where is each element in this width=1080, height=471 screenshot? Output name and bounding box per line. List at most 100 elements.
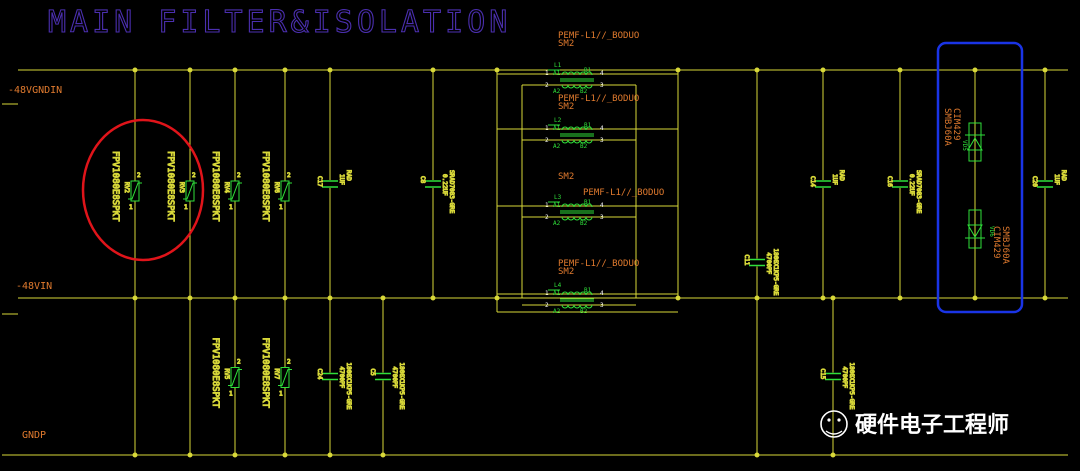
tvs-pkg-lower: CIM429: [991, 226, 1001, 259]
pin-number: 4: [600, 70, 604, 77]
choke-ref: L2: [554, 117, 562, 124]
capacitor-ref: C16: [886, 176, 893, 187]
choke-ref: L4: [554, 282, 562, 289]
capacitor-gap: [425, 180, 441, 188]
capacitor-ref: C15: [819, 369, 826, 380]
junction-dot: [327, 452, 333, 458]
varistor-ref: RV6: [273, 182, 280, 193]
choke-sm-label: SM2: [558, 267, 574, 277]
varistor-symbol-icon: [278, 369, 292, 386]
pin-number: 1: [229, 391, 233, 398]
capacitor-value2: RAD: [345, 170, 352, 181]
schematic-title: MAIN FILTER&ISOLATION: [48, 5, 511, 40]
junction-dot: [754, 295, 760, 301]
capacitor-value2: RAD: [1060, 170, 1067, 181]
choke-part-label: PEMF-L1//_BODUO: [558, 31, 639, 41]
capacitor-gap: [375, 372, 391, 381]
varistor-part-label: FPV1080E8SPKT: [110, 151, 120, 222]
capacitor-value: 1UF: [338, 174, 345, 185]
pin-number: 2: [192, 172, 196, 179]
pin-number: 2: [237, 172, 241, 179]
varistor-symbol-icon: [128, 182, 142, 200]
coil-winding-icon: [585, 291, 593, 296]
junction-dot: [232, 67, 238, 73]
varistor-symbol-icon: [228, 182, 242, 200]
choke-pin-label: B1: [584, 67, 592, 74]
junction-dot: [1042, 295, 1048, 301]
junction-dot: [430, 67, 436, 73]
varistor-symbol-icon: [183, 182, 197, 200]
junction-dot: [187, 452, 193, 458]
choke-pin-label: A2: [553, 143, 561, 150]
choke-ref: L1: [554, 62, 562, 69]
power-rails: [2, 69, 1068, 456]
junction-dot: [1042, 67, 1048, 73]
junction-dot: [380, 295, 386, 301]
tvs-pkg-upper: CIM429: [951, 108, 961, 141]
wechat-icon: [820, 410, 848, 438]
pin-number: 4: [600, 290, 604, 297]
diode-symbol-icon: [965, 224, 985, 239]
choke-pin-label: B1: [584, 199, 592, 206]
pin-number: 1: [545, 125, 549, 132]
pin-number: 3: [600, 302, 604, 309]
junction-dot: [132, 295, 138, 301]
net-label-48vgndin: -48VGNDIN: [8, 85, 62, 96]
varistor-part-label: FPV1080E8SPKT: [165, 151, 175, 222]
junction-dot: [282, 452, 288, 458]
pin-number: 1: [184, 204, 188, 211]
junction-dot: [820, 67, 826, 73]
watermark: 硬件电子工程师: [820, 410, 1009, 438]
varistor-ref: RV7: [273, 369, 280, 380]
junction-dot: [327, 67, 333, 73]
junction-dot: [430, 295, 436, 301]
coil-winding-icon: [585, 84, 593, 89]
choke-pin-label: A2: [553, 220, 561, 227]
capacitor-gap: [825, 372, 841, 381]
pin-number: 1: [279, 204, 283, 211]
varistor-symbol-icon: [228, 369, 242, 386]
tvs-diode-block: SMBJ60A CIM429 VD5 VD6 SMBJ60A CIM429: [942, 70, 1010, 298]
tvs-diode-lower: [968, 209, 982, 249]
pin-number: 2: [237, 359, 241, 366]
pin-number: 1: [229, 204, 233, 211]
pin-number: 2: [287, 172, 291, 179]
capacitor-ref: C11: [743, 255, 750, 266]
choke-pin-label: A2: [553, 308, 561, 315]
varistor-ref: RV4: [223, 182, 230, 193]
choke-pin-label: A1: [553, 290, 561, 297]
choke-sm-label: SM2: [558, 172, 574, 182]
junction-dot: [187, 67, 193, 73]
pin-number: 1: [545, 70, 549, 77]
tvs-ref-lower: VD6: [988, 226, 995, 237]
pin-number: 1: [545, 202, 549, 209]
watermark-text: 硬件电子工程师: [855, 412, 1009, 438]
junction-dot: [232, 295, 238, 301]
capacitor-gap: [749, 258, 765, 267]
tvs-part-lower: SMBJ60A: [1000, 226, 1010, 265]
capacitor-gap: [892, 180, 908, 188]
pin-number: 2: [545, 137, 549, 144]
capacitor-value: 0.22UF: [908, 174, 915, 196]
capacitor-value: 4700PF: [765, 253, 772, 275]
choke-pin-label: B2: [580, 143, 588, 150]
choke-sm-label: SM2: [558, 102, 574, 112]
coil-winding-icon: [585, 304, 593, 309]
choke-pin-label: A1: [553, 70, 561, 77]
capacitor-ref: C24: [316, 369, 323, 380]
junction-dot: [820, 295, 826, 301]
capacitor-value2: 1808X1KP5-GRE: [345, 363, 352, 410]
varistor-ref: RV5: [223, 369, 230, 380]
capacitor-value2: 1808X1KP5-GRE: [848, 363, 855, 410]
varistor-ref: RV2: [123, 182, 130, 193]
pin-number: 3: [600, 82, 604, 89]
capacitor-gap: [1037, 180, 1053, 188]
capacitor-value2: 1808X1KP5-GRE: [398, 363, 405, 410]
coil-winding-icon: [585, 139, 593, 144]
pin-number: 2: [287, 359, 291, 366]
junction-dot: [282, 295, 288, 301]
